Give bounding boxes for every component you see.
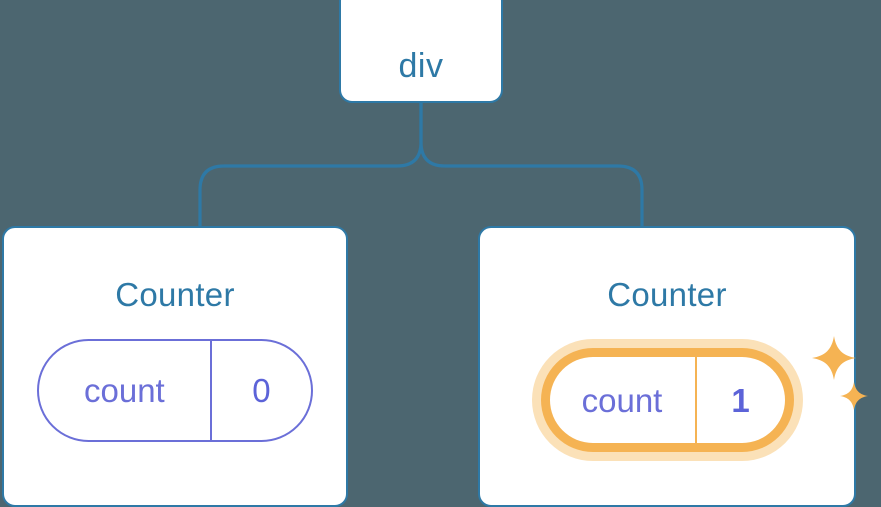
state-key-label: count xyxy=(581,381,663,419)
state-pill-count-1[interactable]: count 1 xyxy=(549,357,785,443)
edge-div-to-counter-left xyxy=(198,100,423,230)
counter-left-state: count 0 xyxy=(37,339,313,442)
state-pill-highlight-ring: count 1 xyxy=(540,348,794,452)
sparkle-icon xyxy=(839,382,868,410)
edge-div-to-counter-right xyxy=(419,100,644,230)
counter-right-title: Counter xyxy=(607,276,727,313)
counter-left-title: Counter xyxy=(115,276,235,313)
sparkle-icon xyxy=(811,336,856,380)
pill-divider xyxy=(209,341,212,440)
node-counter-right[interactable]: Counter count 1 xyxy=(478,226,868,507)
node-div-label: div xyxy=(398,47,444,85)
counter-right-state: count 1 xyxy=(531,336,868,461)
node-counter-left[interactable]: Counter count 0 xyxy=(2,226,348,507)
state-pill-highlight-glow: count 1 xyxy=(531,339,803,461)
state-value-label: 0 xyxy=(252,372,271,409)
state-value-label: 1 xyxy=(731,381,750,419)
connector-lines xyxy=(198,100,644,230)
pill-divider xyxy=(694,357,697,443)
node-div[interactable]: div xyxy=(339,0,503,103)
state-pill-count-0[interactable]: count 0 xyxy=(37,339,313,442)
state-key-label: count xyxy=(84,372,165,409)
